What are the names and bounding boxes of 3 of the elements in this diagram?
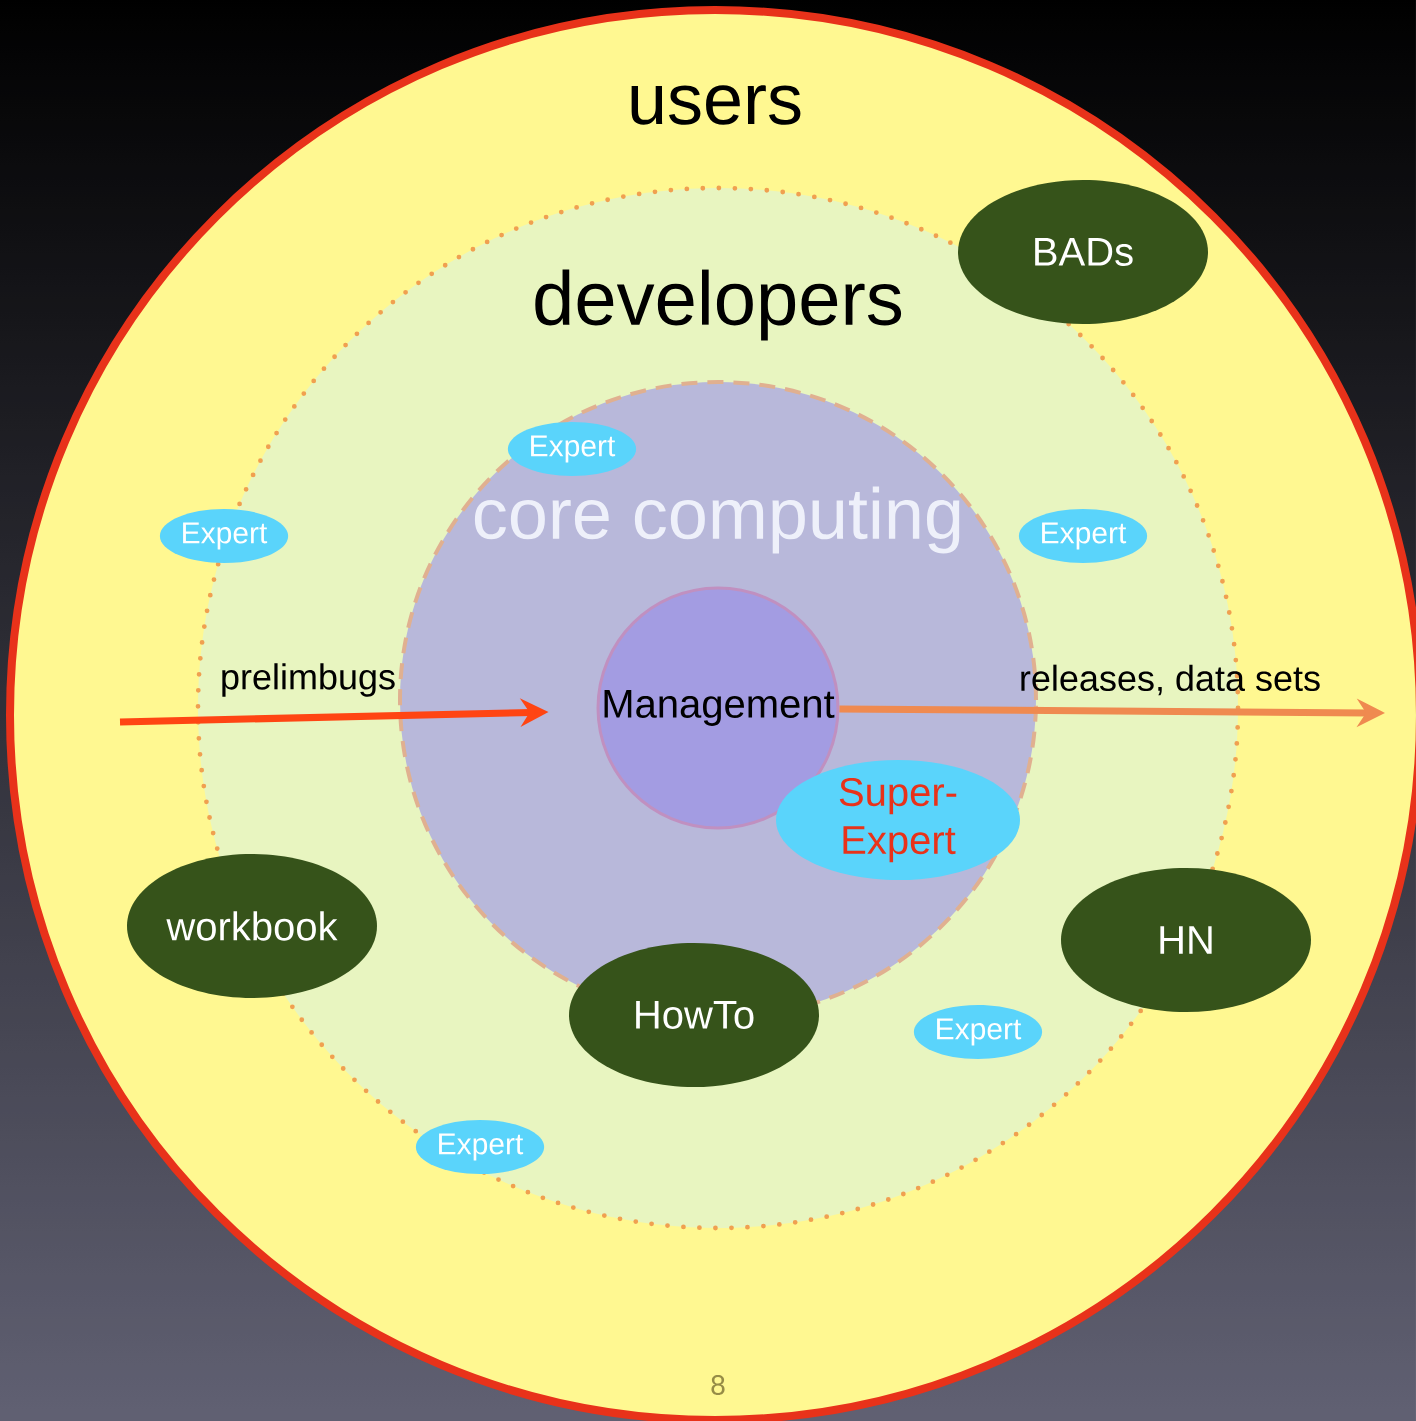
page-number: 8 <box>711 1375 725 1395</box>
edge-label: prelimbugs <box>222 663 395 697</box>
edge-label: releases, data sets <box>1021 664 1320 696</box>
